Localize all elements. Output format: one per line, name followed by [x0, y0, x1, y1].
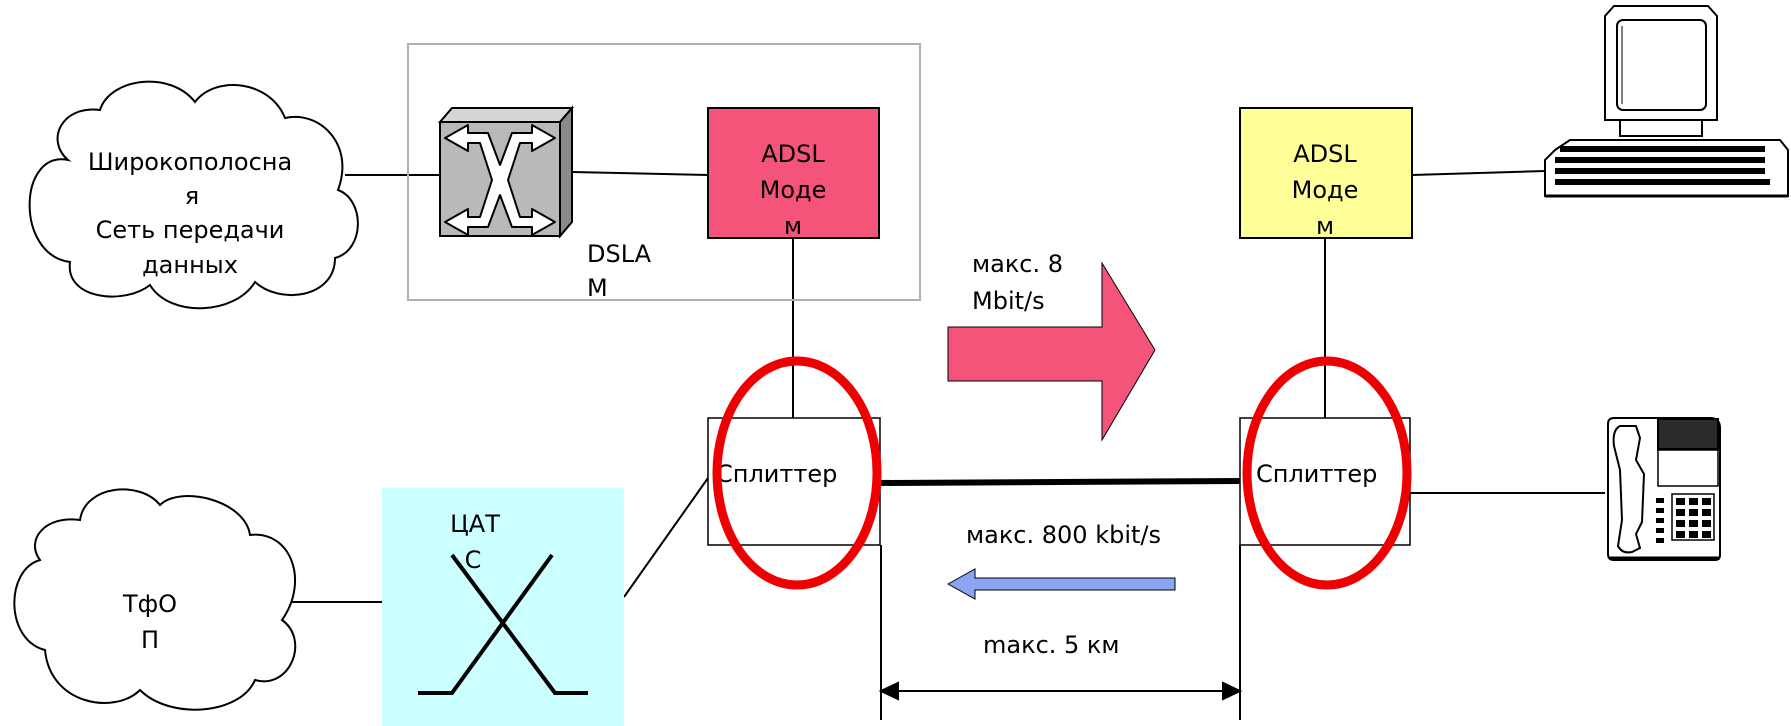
downstream-label-1: макс. 8	[972, 250, 1063, 278]
adsl-right-label-1: ADSL	[1293, 140, 1357, 168]
line-exchange-to-splitter	[623, 477, 709, 598]
adsl-modem-right: ADSL Моде м	[1239, 107, 1413, 240]
telephone-icon	[1607, 417, 1721, 561]
dslam-label-1: DSLA	[587, 240, 652, 268]
adsl-left-label-1: ADSL	[761, 140, 825, 168]
splitter-left: Сплиттер	[707, 417, 881, 546]
computer-icon	[1544, 5, 1789, 198]
exchange-label-1: ЦАТ	[450, 510, 500, 538]
splitter-left-label: Сплиттер	[716, 460, 837, 488]
broadband-label-3: Сеть передачи	[96, 216, 285, 244]
pstn-label-2: П	[141, 626, 159, 654]
adsl-left-label-3: м	[784, 212, 802, 240]
pstn-cloud-shape	[13, 488, 297, 711]
broadband-label-2: я	[185, 182, 199, 210]
distance-label: mакс. 5 км	[983, 631, 1120, 659]
dslam-frame	[407, 43, 921, 301]
splitter-right-label: Сплиттер	[1256, 460, 1377, 488]
downstream-label-2: Mbit/s	[972, 287, 1045, 315]
upstream-arrow	[946, 568, 1176, 600]
broadband-label-4: данных	[142, 251, 238, 279]
telephone-exchange: ЦАТ С	[382, 488, 624, 726]
downstream-arrow	[947, 261, 1156, 442]
highlight-ring-left	[712, 356, 882, 590]
line-switch-to-adsl-left	[571, 171, 709, 176]
exchange-label-2: С	[465, 546, 482, 574]
dslam-label-2: M	[587, 274, 608, 302]
pstn-label-1: ТфО	[122, 590, 177, 618]
distance-dimension	[878, 681, 1243, 701]
broadband-cloud-shape	[28, 80, 359, 310]
broadband-network-cloud: Широкополосна я Сеть передачи данных	[28, 80, 359, 310]
subscriber-line	[877, 478, 1243, 486]
adsl-left-label-2: Моде	[760, 176, 827, 204]
pstn-cloud: ТфО П	[13, 488, 297, 711]
highlight-ring-right	[1242, 356, 1412, 590]
upstream-label: макс. 800 kbit/s	[966, 521, 1161, 549]
adsl-right-label-2: Моде	[1292, 176, 1359, 204]
line-adsl-right-to-computer	[1411, 170, 1546, 176]
dslam-switch-icon	[437, 105, 575, 239]
splitter-right: Сплиттер	[1239, 417, 1411, 546]
adsl-modem-left: ADSL Моде м	[707, 107, 880, 240]
adsl-right-label-3: м	[1316, 212, 1334, 240]
broadband-label-1: Широкополосна	[88, 148, 292, 176]
